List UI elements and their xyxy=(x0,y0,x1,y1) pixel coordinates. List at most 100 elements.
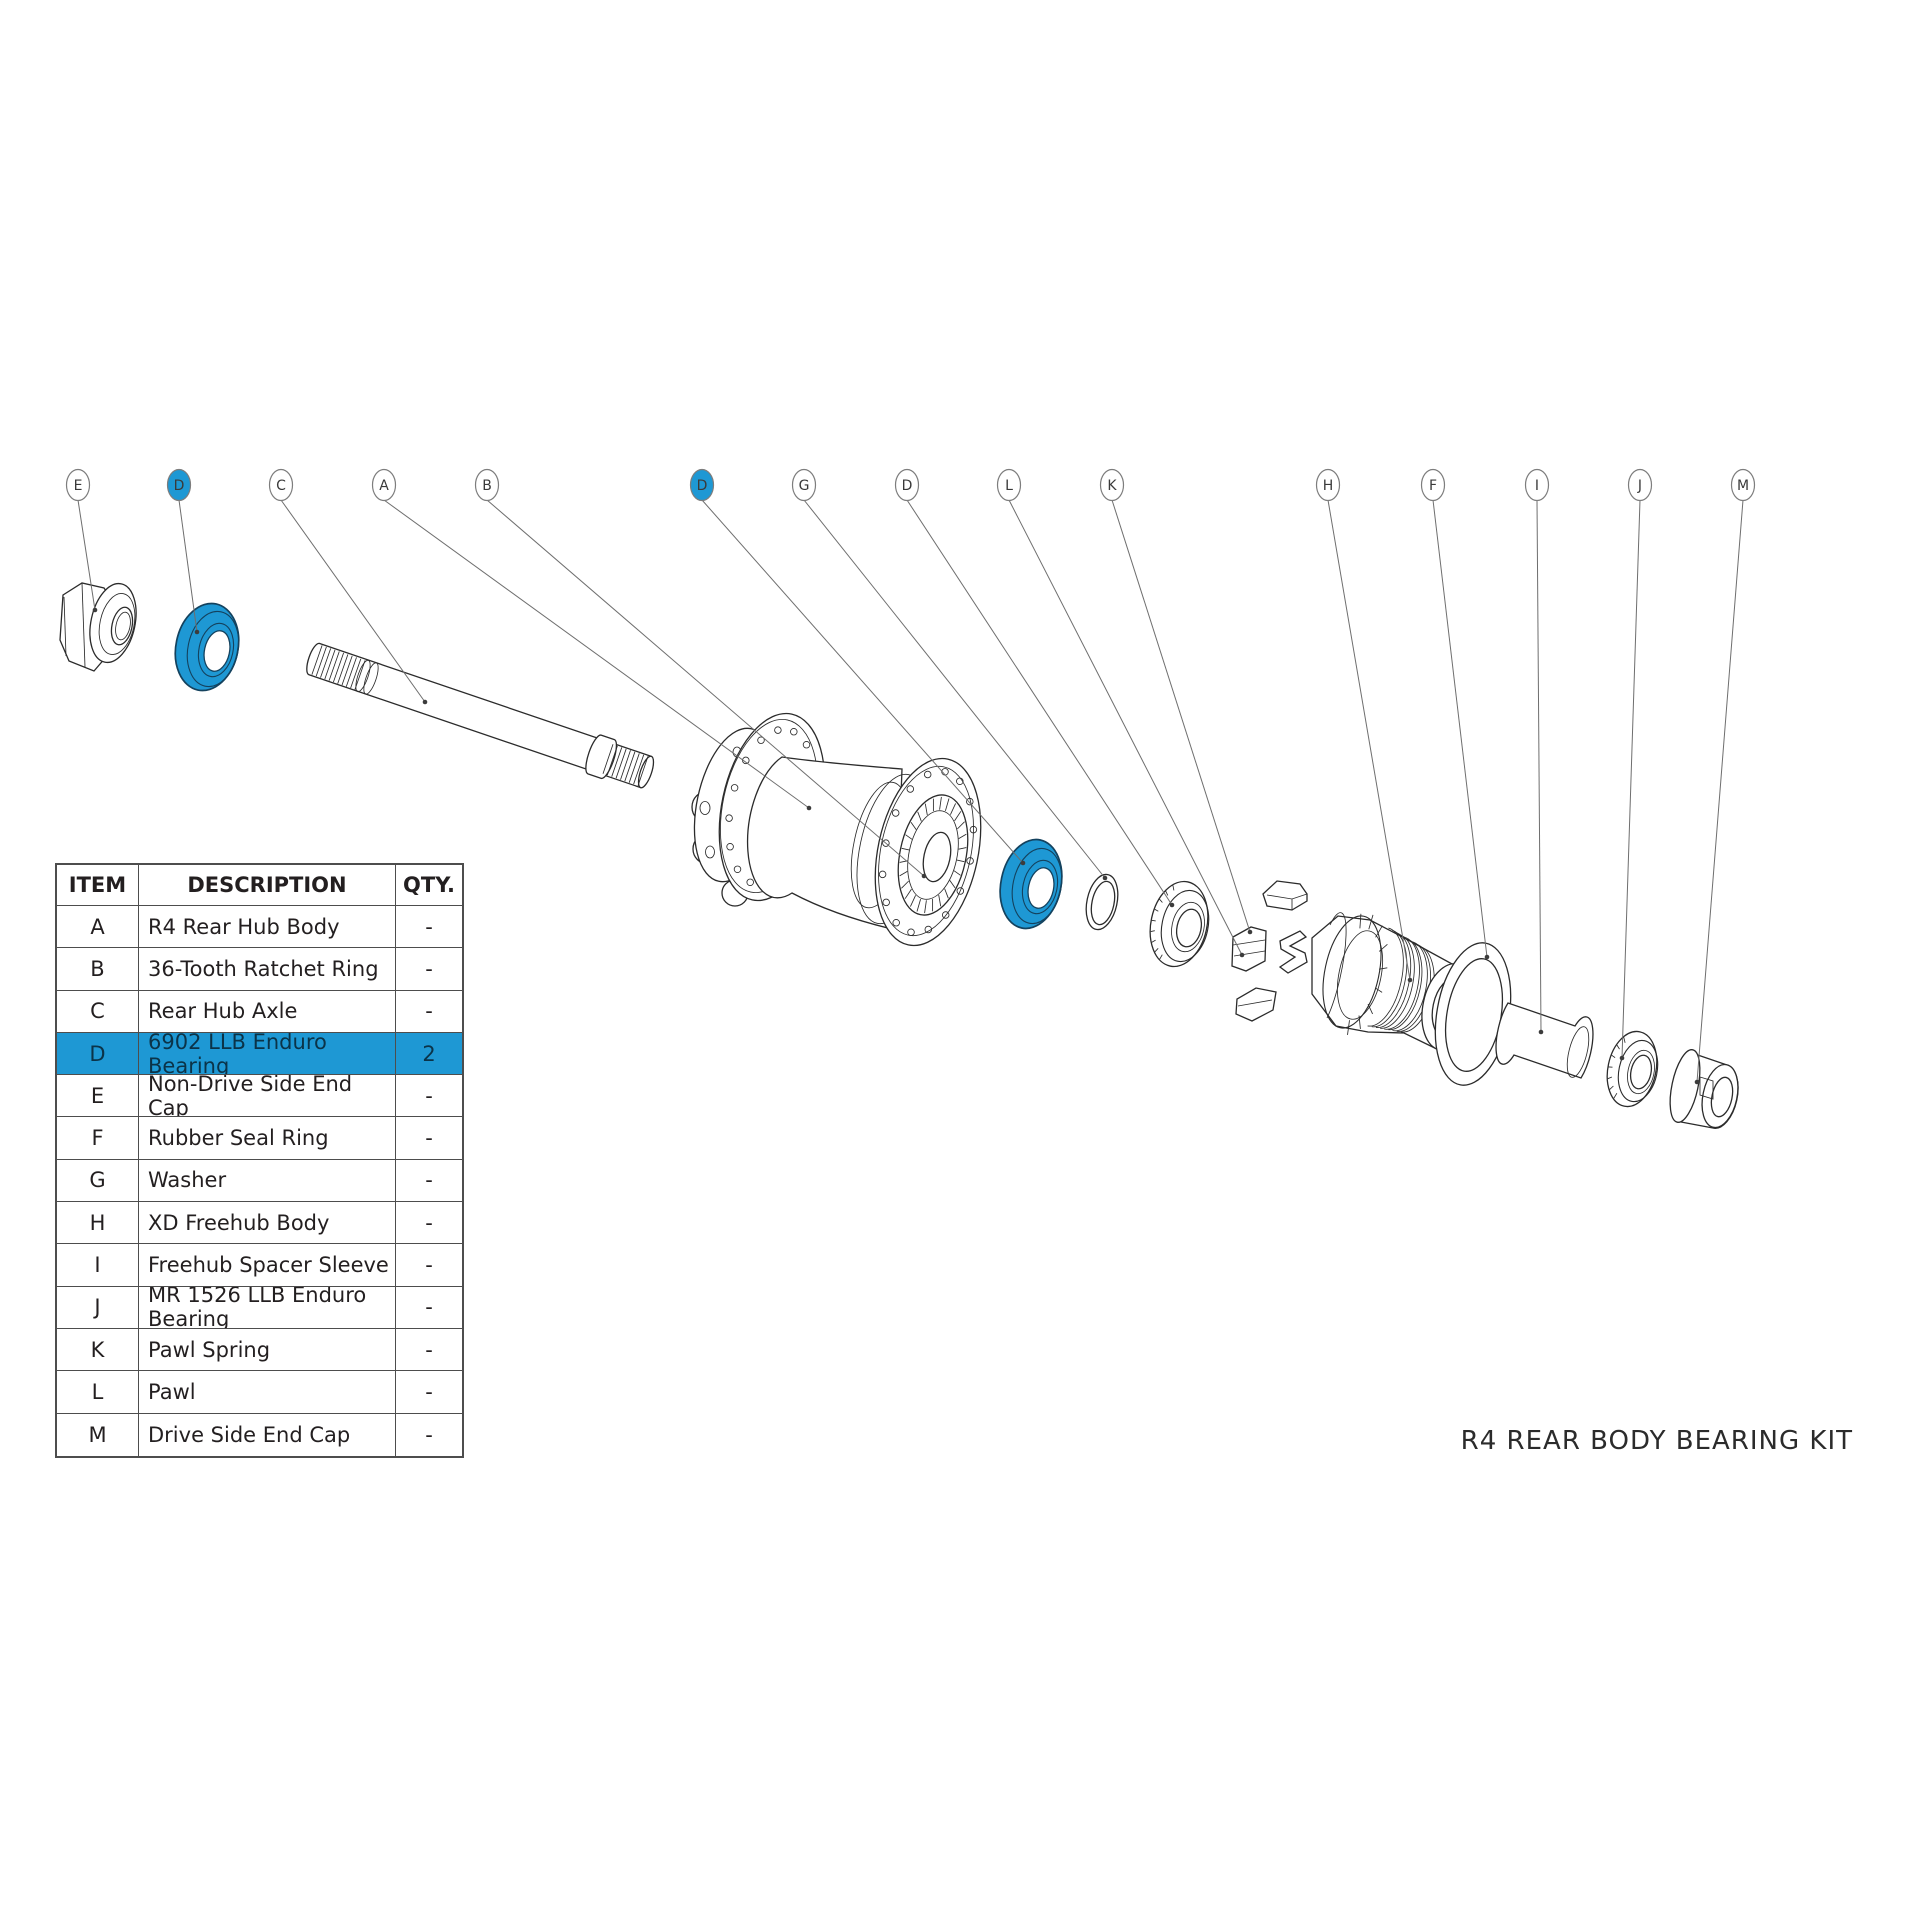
callout-circle[interactable] xyxy=(689,468,715,502)
callout-circle[interactable] xyxy=(371,468,397,502)
cell-qty: - xyxy=(395,948,462,990)
cell-description: R4 Rear Hub Body xyxy=(138,906,395,948)
callout-circle[interactable] xyxy=(474,468,500,502)
callout-B-4[interactable]: B xyxy=(474,468,500,502)
table-row-K[interactable]: K Pawl Spring - xyxy=(57,1328,462,1372)
part-rubber-seal-ring xyxy=(1434,942,1512,1086)
cell-item: F xyxy=(91,1126,104,1151)
leader-line-H xyxy=(1327,499,1411,981)
leader-dot xyxy=(1102,875,1108,881)
callout-circle[interactable] xyxy=(268,468,294,502)
cell-qty: - xyxy=(395,1117,462,1159)
table-row-F[interactable]: F Rubber Seal Ring - xyxy=(57,1117,462,1160)
callout-circle[interactable] xyxy=(1627,468,1653,502)
cell-qty: - xyxy=(395,1286,462,1328)
callout-letter: M xyxy=(1737,478,1749,494)
leader-line-L xyxy=(1008,499,1243,956)
callout-letter: K xyxy=(1107,478,1117,494)
callout-circle[interactable] xyxy=(1420,468,1446,502)
leader-dot xyxy=(1538,1029,1544,1035)
part-bearing-6902-c xyxy=(1149,880,1210,968)
cell-item: M xyxy=(88,1422,107,1447)
callout-letter: H xyxy=(1323,478,1334,494)
table-row-I[interactable]: I Freehub Spacer Sleeve - xyxy=(57,1244,462,1287)
table-header-row: ITEM DESCRIPTION QTY. xyxy=(57,865,462,906)
callout-K-9[interactable]: K xyxy=(1099,468,1125,502)
callout-circle[interactable] xyxy=(1099,468,1125,502)
callout-circle[interactable] xyxy=(791,468,817,502)
callout-circle[interactable] xyxy=(894,468,920,502)
callout-J-13[interactable]: J xyxy=(1627,468,1653,502)
callout-I-12[interactable]: I xyxy=(1524,468,1550,502)
callout-D-7[interactable]: D xyxy=(894,468,920,502)
cell-qty: - xyxy=(395,1202,462,1244)
table-row-C[interactable]: C Rear Hub Axle - xyxy=(57,990,462,1033)
table-row-A[interactable]: A R4 Rear Hub Body - xyxy=(57,906,462,949)
part-bearing-mr1526 xyxy=(1606,1030,1659,1108)
callout-circle[interactable] xyxy=(1524,468,1550,502)
callout-L-8[interactable]: L xyxy=(996,468,1022,502)
cell-qty: - xyxy=(395,1075,462,1117)
header-description: DESCRIPTION xyxy=(138,865,395,905)
part-rear-hub-axle xyxy=(306,642,655,789)
part-pawl-spring-mid xyxy=(1278,930,1308,974)
cell-description: Washer xyxy=(138,1159,395,1202)
leader-line-M xyxy=(1696,499,1744,1083)
callout-letter: B xyxy=(482,478,492,494)
callout-letter: F xyxy=(1429,478,1437,494)
callout-letter: I xyxy=(1535,478,1539,494)
part-hub-body xyxy=(691,712,982,947)
table-row-D[interactable]: D 6902 LLB Enduro Bearing 2 xyxy=(57,1032,462,1076)
table-row-E[interactable]: E Non-Drive Side End Cap - xyxy=(57,1075,462,1118)
callout-M-14[interactable]: M xyxy=(1730,468,1756,502)
leader-line-E xyxy=(77,499,96,611)
leader-line-A xyxy=(383,499,810,809)
table-row-H[interactable]: H XD Freehub Body - xyxy=(57,1202,462,1245)
callout-circle[interactable] xyxy=(996,468,1022,502)
callout-E-0[interactable]: E xyxy=(65,468,91,502)
callout-G-6[interactable]: G xyxy=(791,468,817,502)
leader-line-G xyxy=(803,499,1106,879)
cell-description: 6902 LLB Enduro Bearing xyxy=(138,1032,395,1075)
callout-letter: C xyxy=(276,478,286,494)
leader-dot xyxy=(921,873,927,879)
part-pawl-bottom xyxy=(1235,987,1277,1022)
cell-qty: - xyxy=(395,990,462,1032)
cell-item: B xyxy=(90,956,105,981)
cell-item: K xyxy=(90,1337,105,1362)
callout-H-10[interactable]: H xyxy=(1315,468,1341,502)
table-row-M[interactable]: M Drive Side End Cap - xyxy=(57,1413,462,1456)
leader-line-F xyxy=(1432,499,1488,958)
cell-description: Pawl xyxy=(138,1371,395,1413)
callout-circle[interactable] xyxy=(1730,468,1756,502)
cell-item: J xyxy=(94,1295,101,1320)
leader-line-I xyxy=(1536,499,1542,1033)
callout-C-2[interactable]: C xyxy=(268,468,294,502)
callout-circle[interactable] xyxy=(166,468,192,502)
cell-item: E xyxy=(90,1083,105,1108)
cell-qty: - xyxy=(395,1413,462,1456)
leader-dot xyxy=(806,805,812,811)
callout-letter: D xyxy=(902,478,913,494)
callout-D-5[interactable]: D xyxy=(689,468,715,502)
table-row-B[interactable]: B 36-Tooth Ratchet Ring - xyxy=(57,948,462,991)
part-pawl-top xyxy=(1262,880,1308,911)
table-row-J[interactable]: J MR 1526 LLB Enduro Bearing - xyxy=(57,1286,462,1329)
part-bearing-6902-a xyxy=(174,602,240,692)
table-row-G[interactable]: G Washer - xyxy=(57,1159,462,1203)
cell-description: Pawl Spring xyxy=(138,1328,395,1371)
callout-D-1[interactable]: D xyxy=(166,468,192,502)
callout-letter: D xyxy=(697,478,708,494)
table-row-L[interactable]: L Pawl - xyxy=(57,1371,462,1414)
callout-A-3[interactable]: A xyxy=(371,468,397,502)
callout-circle[interactable] xyxy=(65,468,91,502)
cell-description: Freehub Spacer Sleeve xyxy=(138,1244,395,1286)
header-qty: QTY. xyxy=(395,865,462,905)
callout-F-11[interactable]: F xyxy=(1420,468,1446,502)
cell-description: MR 1526 LLB Enduro Bearing xyxy=(138,1286,395,1328)
callout-circle[interactable] xyxy=(1315,468,1341,502)
cell-item: L xyxy=(91,1379,104,1404)
